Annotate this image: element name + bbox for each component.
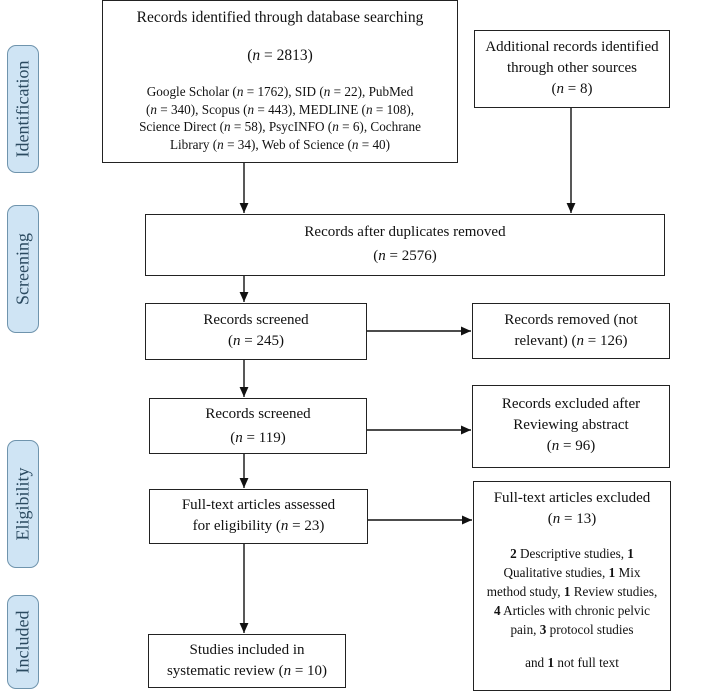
records-removed-line2: relevant) (n = 126) — [514, 333, 628, 349]
fulltext-assessed-line2: for eligibility (n = 23) — [192, 518, 325, 534]
additional-records-count: (n = 8) — [551, 81, 593, 97]
records-screened-1-count: (n = 245) — [228, 333, 284, 349]
studies-included-line1: Studies included in — [189, 642, 305, 658]
records-screened-box-2: Records screened (n = 119) — [149, 398, 367, 454]
stage-screening: Screening — [7, 205, 39, 333]
stage-identification: Identification — [7, 45, 39, 173]
records-screened-2-count: (n = 119) — [230, 430, 286, 446]
fulltext-excluded-count: (n = 13) — [547, 511, 597, 527]
records-screened-2-title: Records screened — [205, 406, 311, 422]
records-excluded-line2: Reviewing abstract — [513, 417, 629, 433]
stage-eligibility: Eligibility — [7, 440, 39, 568]
database-search-title: Records identified through database sear… — [136, 9, 424, 26]
fulltext-excluded-title: Full-text articles excluded — [493, 490, 651, 506]
additional-records-box: Additional records identified through ot… — [474, 30, 670, 108]
duplicates-removed-count: (n = 2576) — [373, 248, 437, 264]
records-screened-1-title: Records screened — [203, 312, 309, 328]
duplicates-removed-title: Records after duplicates removed — [304, 224, 506, 240]
records-excluded-count: (n = 96) — [546, 438, 596, 454]
database-search-box: Records identified through database sear… — [102, 0, 458, 163]
database-search-count: (n = 2813) — [247, 47, 313, 64]
stage-included: Included — [7, 595, 39, 689]
fulltext-assessed-box: Full-text articles assessed for eligibil… — [149, 489, 368, 544]
fulltext-excluded-reasons: 2 Descriptive studies, 1 Qualitative stu… — [486, 546, 658, 670]
records-removed-box: Records removed (not relevant) (n = 126) — [472, 303, 670, 359]
records-excluded-abstract-box: Records excluded after Reviewing abstrac… — [472, 385, 670, 468]
fulltext-assessed-line1: Full-text articles assessed — [181, 497, 336, 513]
additional-records-line2: through other sources — [507, 60, 637, 76]
studies-included-line2: systematic review (n = 10) — [166, 663, 328, 679]
fulltext-excluded-box: Full-text articles excluded (n = 13) 2 D… — [473, 481, 671, 691]
studies-included-box: Studies included in systematic review (n… — [148, 634, 346, 688]
additional-records-line1: Additional records identified — [485, 39, 659, 55]
records-removed-line1: Records removed (not — [504, 312, 638, 328]
duplicates-removed-box: Records after duplicates removed (n = 25… — [145, 214, 665, 276]
records-screened-box-1: Records screened (n = 245) — [145, 303, 367, 360]
records-excluded-line1: Records excluded after — [501, 396, 641, 412]
database-sources: Google Scholar (n = 1762), SID (n = 22),… — [139, 84, 421, 152]
